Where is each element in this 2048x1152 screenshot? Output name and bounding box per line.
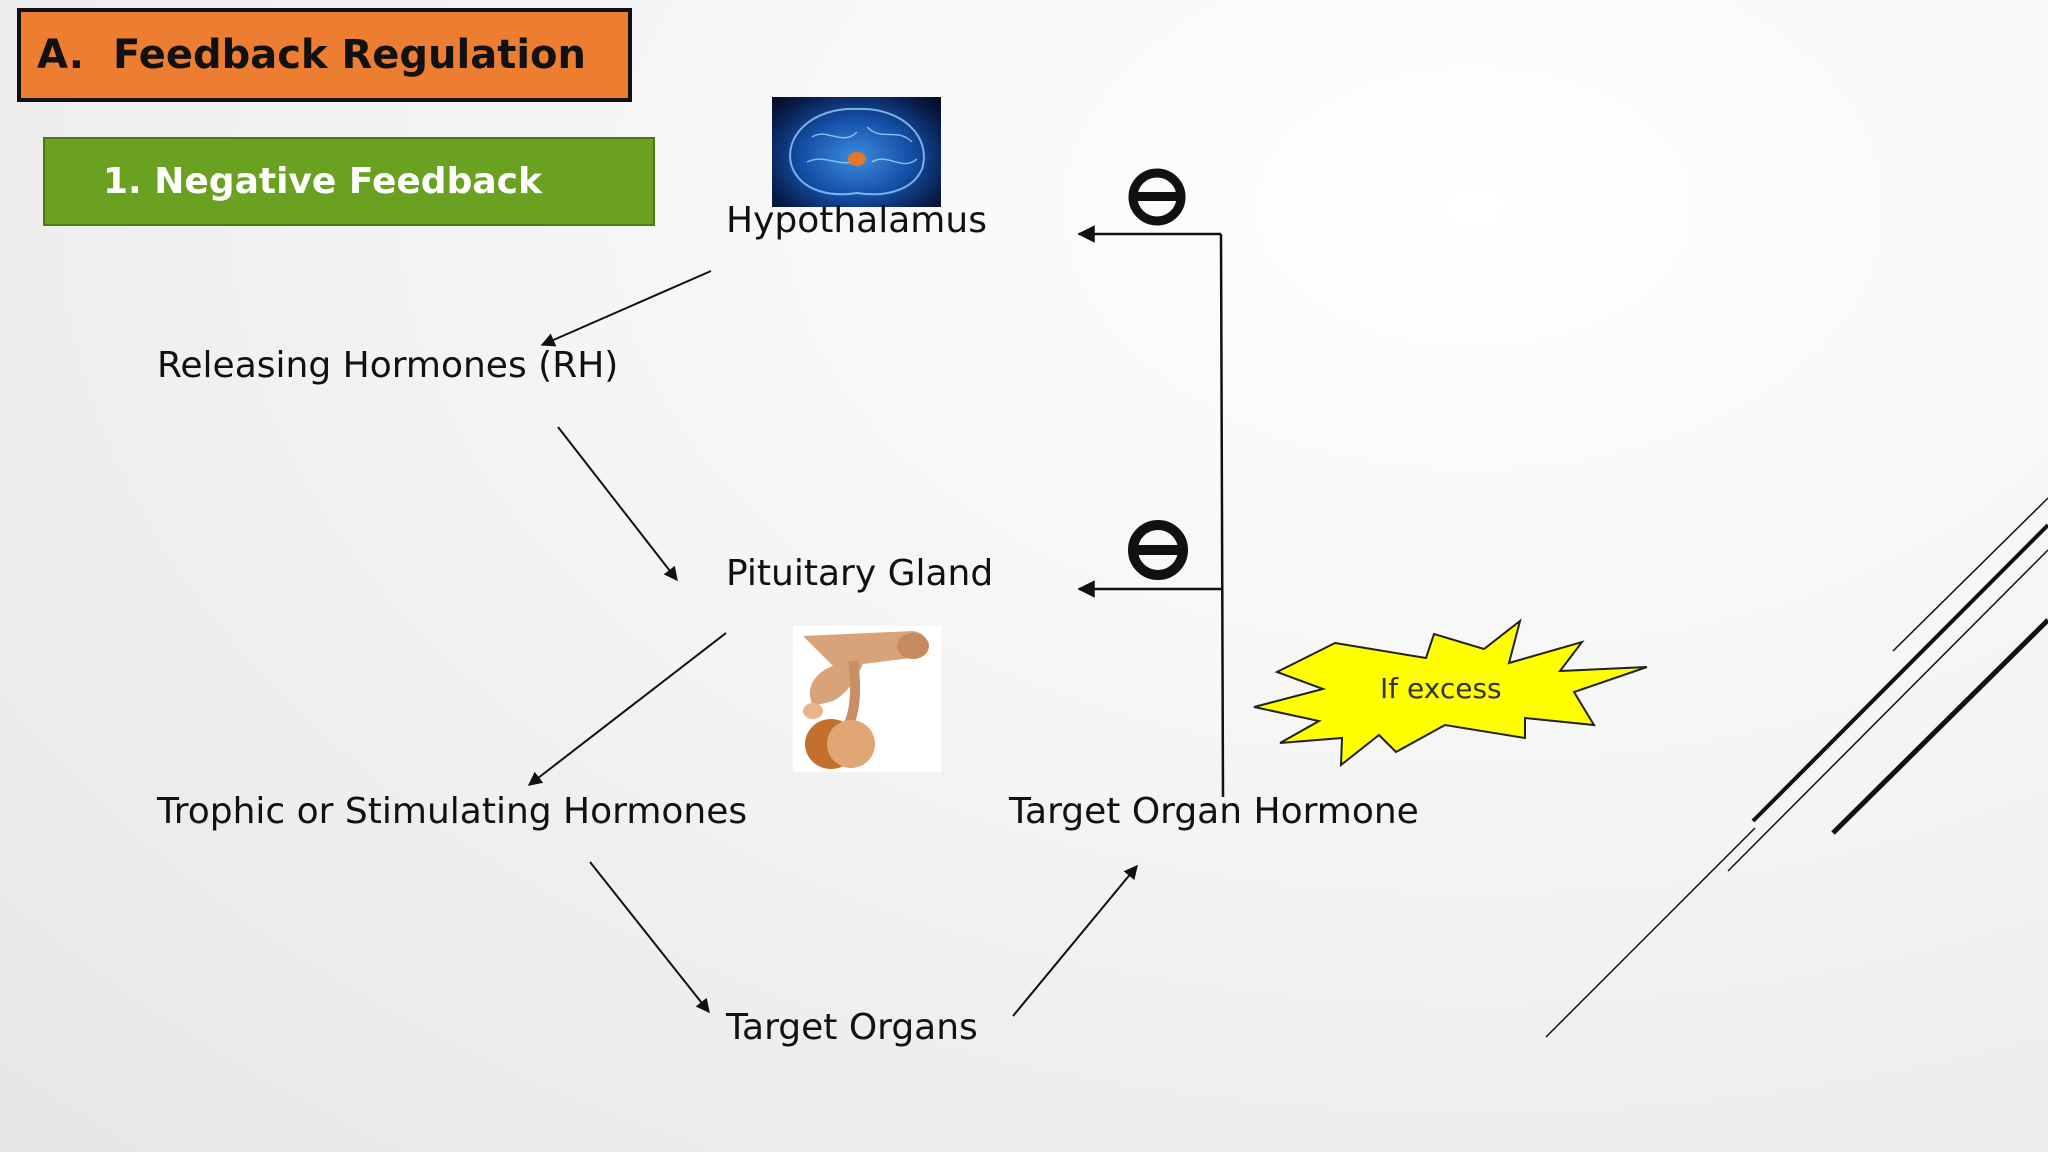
- subsection-title: 1. Negative Feedback: [103, 161, 542, 202]
- arrow-pituitary-to-trophic: [527, 632, 727, 786]
- arrow-trophic-to-target-organs: [589, 861, 710, 1014]
- excess-burst: [1253, 618, 1648, 768]
- pituitary-label: Pituitary Gland: [726, 553, 994, 594]
- brain-image: [772, 97, 941, 207]
- inhibition-symbol-middle: [1128, 520, 1188, 580]
- releasing-hormones-label: Releasing Hormones (RH): [157, 345, 619, 386]
- section-title-box: A. Feedback Regulation: [17, 8, 632, 102]
- section-letter: A.: [37, 32, 84, 78]
- arrow-hypothalamus-to-rh: [540, 270, 712, 347]
- target-organs-label: Target Organs: [726, 1007, 978, 1048]
- section-title: Feedback Regulation: [113, 32, 586, 78]
- decorative-lines: [1545, 497, 2048, 1038]
- arrow-target-organs-to-hormone: [1012, 864, 1138, 1017]
- arrow-rh-to-pituitary: [557, 426, 678, 582]
- pituitary-image: [793, 626, 941, 772]
- hypothalamus-label: Hypothalamus: [726, 200, 987, 241]
- excess-label: If excess: [1380, 672, 1502, 705]
- target-organ-hormone-label: Target Organ Hormone: [1009, 791, 1419, 832]
- trophic-hormones-label: Trophic or Stimulating Hormones: [157, 791, 748, 832]
- inhibition-symbol-top: [1128, 168, 1186, 226]
- feedback-vertical-line: [1219, 233, 1225, 798]
- subsection-box: 1. Negative Feedback: [43, 137, 655, 226]
